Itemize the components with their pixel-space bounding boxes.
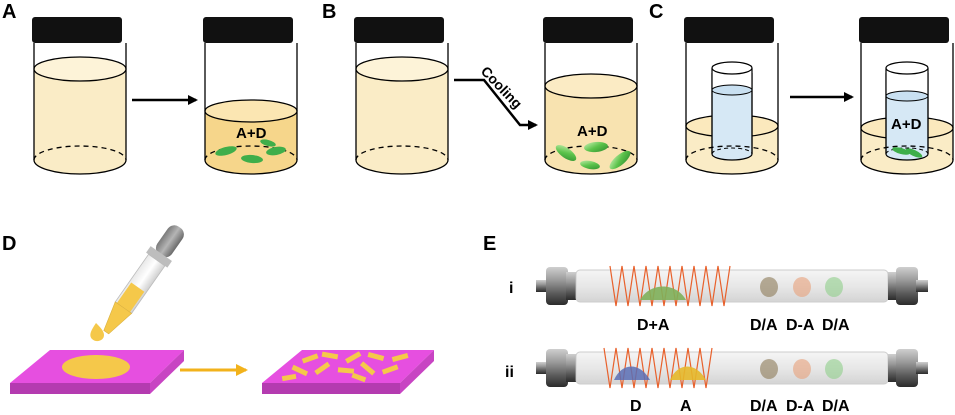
heating-coil: [609, 265, 731, 307]
crystal-needle: [892, 147, 910, 155]
heating-coil: [603, 347, 713, 389]
crystal-needle: [609, 150, 631, 170]
cooling-label: Cooling: [478, 63, 526, 112]
crystal-needle: [584, 141, 608, 153]
panel-label-e: E: [483, 233, 496, 255]
vial-cap: [543, 17, 633, 43]
vial-b-final: A+D: [543, 17, 638, 175]
chromatography-tube-i: [536, 265, 928, 307]
vial-a-final: A+D: [203, 17, 298, 175]
vial-cap: [203, 17, 293, 43]
vial-cap: [354, 17, 444, 43]
fraction-label: D/A: [822, 398, 850, 415]
vial-c-final: A+D: [859, 17, 954, 175]
tube-end-cap-right: [896, 267, 918, 305]
fraction-deposit: [760, 277, 778, 297]
crystal-needle: [241, 154, 263, 164]
crystal-rod: [321, 351, 339, 360]
fraction-deposit: [825, 277, 843, 297]
tube-end-cap-left: [546, 349, 568, 387]
crystal-needle: [266, 146, 286, 156]
vial-c-initial: [684, 17, 779, 175]
panel-label-a: A: [2, 1, 16, 23]
dropper: [103, 225, 184, 335]
panel-label-b: B: [322, 1, 336, 23]
crystal-needle: [260, 139, 276, 147]
fraction-deposit: [793, 277, 811, 297]
fraction-deposit: [825, 359, 843, 379]
sample-label-d: D: [630, 398, 642, 415]
sample-label-a: A: [680, 398, 692, 415]
fraction-deposit: [793, 359, 811, 379]
crystal-needle: [905, 148, 923, 158]
chromatography-tube-ii: [536, 347, 928, 389]
crystal-rod: [291, 364, 309, 377]
fraction-label: D/A: [822, 317, 850, 334]
crystal-needle: [215, 146, 237, 156]
vial-cap: [859, 17, 949, 43]
crystal-needle: [555, 144, 577, 162]
sample-band: [640, 286, 686, 300]
crystal-rod: [301, 353, 319, 364]
fraction-label: D-A: [786, 317, 815, 334]
sample-label-i: D+A: [637, 317, 670, 334]
row-numeral-ii: ii: [505, 364, 514, 381]
crystal-rod: [381, 364, 399, 375]
fraction-deposit: [760, 359, 778, 379]
fraction-label: D/A: [750, 398, 778, 415]
vial-label-a: A+D: [236, 125, 267, 142]
vial-cap: [684, 17, 774, 43]
crystal-rod: [337, 367, 355, 374]
crystal-rod: [391, 352, 409, 362]
fraction-label: D/A: [750, 317, 778, 334]
sample-band-a: [670, 366, 706, 380]
crystal-rod: [367, 351, 385, 361]
crystal-rod: [345, 351, 362, 364]
crystal-rod: [351, 372, 367, 383]
crystal-rod: [281, 373, 297, 382]
substrate-before: [10, 350, 184, 394]
panel-label-d: D: [2, 233, 16, 255]
fraction-label: D-A: [786, 398, 815, 415]
deposited-droplet: [62, 355, 130, 379]
row-numeral-i: i: [509, 280, 513, 297]
dropper-bulb: [155, 225, 184, 258]
falling-droplet: [90, 323, 104, 342]
cooling-arrow: [454, 78, 538, 130]
panel-label-c: C: [649, 1, 663, 23]
substrate-after: [262, 350, 434, 394]
sample-band-d: [614, 366, 650, 380]
tube-end-cap-left: [546, 267, 568, 305]
tube-end-cap-right: [896, 349, 918, 387]
vial-b-initial: [354, 17, 449, 175]
vial-label-b: A+D: [577, 123, 608, 140]
vial-label-c: A+D: [891, 116, 922, 133]
crystal-rod: [314, 361, 331, 376]
crystal-needle: [580, 160, 600, 170]
vial-cap: [32, 17, 122, 43]
vial-a-initial: [32, 17, 127, 175]
crystal-rod: [359, 361, 376, 376]
